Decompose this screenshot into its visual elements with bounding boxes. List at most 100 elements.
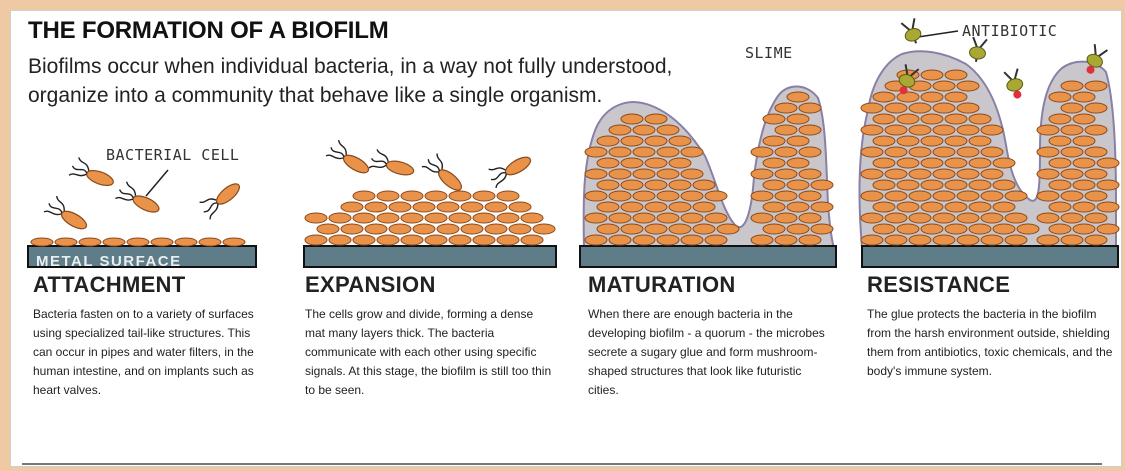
bacterium-icon [897,158,919,168]
bacterium-icon [633,169,655,179]
bacterial-cell-label: BACTERIAL CELL [106,146,239,164]
bacterium-icon [341,224,363,234]
bacterium-icon [897,114,919,124]
bacterium-icon [957,169,979,179]
stage-title-maturation: MATURATION [588,272,736,298]
bacterium-icon [485,224,507,234]
bacterium-icon [353,235,375,245]
bacterium-icon [533,224,555,234]
bacterium-icon [151,238,173,246]
bacterium-icon [609,169,631,179]
bacterium-icon [763,224,785,234]
bacterium-icon [933,169,955,179]
bacterium-icon [945,114,967,124]
bacterium-icon [873,136,895,146]
bacterium-icon [621,114,643,124]
antibiotic-label: ANTIBIOTIC [962,22,1057,40]
bacterium-icon [993,158,1015,168]
bacterium-icon [885,147,907,157]
bacterium-icon [751,213,773,223]
bacterium-icon [861,125,883,135]
bacterium-icon [645,202,667,212]
bacterium-icon [969,114,991,124]
bacterium-icon [1085,235,1107,245]
bacterium-icon [993,202,1015,212]
bacterium-icon [317,224,339,234]
bacterium-icon [1073,158,1095,168]
bacterium-icon [449,213,471,223]
bacterium-icon [787,158,809,168]
bacterium-icon [1037,125,1059,135]
bacterium-icon [329,235,351,245]
bacterium-icon [787,136,809,146]
bacterium-icon [681,213,703,223]
bacterium-icon [633,235,655,245]
bacterium-icon [969,202,991,212]
bacterium-icon [377,235,399,245]
bacterium-icon [945,136,967,146]
bacterium-icon [1085,125,1107,135]
metal-surface-label: METAL SURFACE [36,253,182,270]
bacterium-icon [127,238,149,246]
bacterium-icon [473,191,495,201]
bacterium-icon [969,180,991,190]
bacterium-icon [597,180,619,190]
bacterium-icon [197,176,244,220]
bacterium-icon [377,191,399,201]
bacterium-icon [103,238,125,246]
bacterium-icon [585,213,607,223]
bacterium-icon [1017,224,1039,234]
bacterium-icon [413,224,435,234]
bacterium-icon [645,136,667,146]
bacterium-icon [509,202,531,212]
bacterium-icon [585,235,607,245]
bacterium-icon [799,235,821,245]
bacterium-icon [861,191,883,201]
bacterium-icon [389,202,411,212]
bacterium-icon [763,114,785,124]
bacterium-icon [1073,136,1095,146]
bacterium-icon [633,213,655,223]
bacterium-icon [861,103,883,113]
bacterium-icon [873,114,895,124]
stage-title-attachment: ATTACHMENT [33,272,186,298]
bacterium-icon [909,235,931,245]
bacterium-icon [497,235,519,245]
bacterium-icon [1049,92,1071,102]
bacterium-icon [621,180,643,190]
bacterium-icon [1061,147,1083,157]
bacterium-icon [1073,114,1095,124]
antibiotic-icon [1003,68,1026,100]
bacterium-icon [945,224,967,234]
bacterium-icon [799,213,821,223]
bacterium-icon [401,213,423,223]
bacterium-icon [969,136,991,146]
bacterium-icon [609,235,631,245]
bacterium-icon [365,224,387,234]
bacterium-icon [521,235,543,245]
bacterium-icon [775,103,797,113]
bacterium-icon [969,224,991,234]
bacterium-icon [1097,180,1119,190]
bacterium-icon [1073,92,1095,102]
bacterium-icon [873,92,895,102]
bacterium-icon [873,180,895,190]
bacterium-icon [437,202,459,212]
bacterium-icon [1049,158,1071,168]
bacterium-icon [413,202,435,212]
bacterium-icon [693,224,715,234]
stage-text-attachment: Bacteria fasten on to a variety of surfa… [33,305,268,400]
bacterium-icon [657,213,679,223]
bacterium-icon [1049,114,1071,124]
bacterium-icon [909,191,931,201]
bacterium-icon [873,224,895,234]
bacterium-icon [585,169,607,179]
bacterium-icon [693,202,715,212]
bottom-rule [22,463,1102,465]
bacterium-icon [885,103,907,113]
bacterium-icon [1005,191,1027,201]
bacterium-icon [885,213,907,223]
bacterium-icon [597,224,619,234]
bacterium-icon [751,147,773,157]
bacterium-icon [861,147,883,157]
